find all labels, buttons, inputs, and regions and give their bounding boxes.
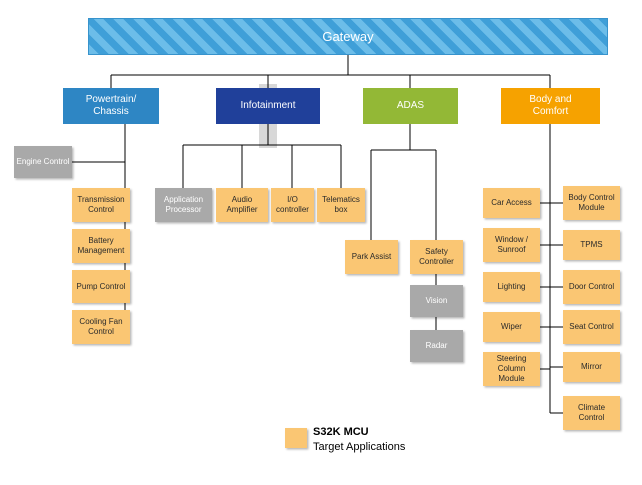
node-safety-controller: Safety Controller [410,240,463,274]
node-transmission-control: Transmission Control [72,188,130,222]
node-io-controller: I/O controller [271,188,314,222]
node-wiper: Wiper [483,312,540,342]
legend-subtitle: Target Applications [313,440,406,453]
node-audio-amplifier: Audio Amplifier [216,188,268,222]
node-engine-control: Engine Control [14,146,72,178]
node-pump-control: Pump Control [72,270,130,303]
node-park-assist: Park Assist [345,240,398,274]
node-window-sunroof: Window / Sunroof [483,228,540,262]
node-application-processor: Application Processor [155,188,212,222]
branch-infotainment: Infotainment [216,88,320,124]
node-cooling-fan-control: Cooling Fan Control [72,310,130,344]
node-radar: Radar [410,330,463,362]
node-lighting: Lighting [483,272,540,302]
node-body-control-module: Body Control Module [563,186,620,220]
gateway-node: Gateway [88,18,608,55]
branch-body-and-comfort: Body and Comfort [501,88,600,124]
node-mirror: Mirror [563,352,620,382]
node-seat-control: Seat Control [563,310,620,344]
node-vision: Vision [410,285,463,317]
node-car-access: Car Access [483,188,540,218]
branch-powertrain-chassis: Powertrain/ Chassis [63,88,159,124]
node-steering-column-module: Steering Column Module [483,352,540,386]
legend-title: S32K MCU [313,426,369,438]
node-door-control: Door Control [563,270,620,304]
legend: S32K MCU Target Applications [313,425,405,455]
node-tpms: TPMS [563,230,620,260]
node-climate-control: Climate Control [563,396,620,430]
node-telematics-box: Telematics box [317,188,365,222]
branch-adas: ADAS [363,88,458,124]
node-battery-management: Battery Management [72,229,130,263]
legend-mcu-swatch [285,428,307,448]
